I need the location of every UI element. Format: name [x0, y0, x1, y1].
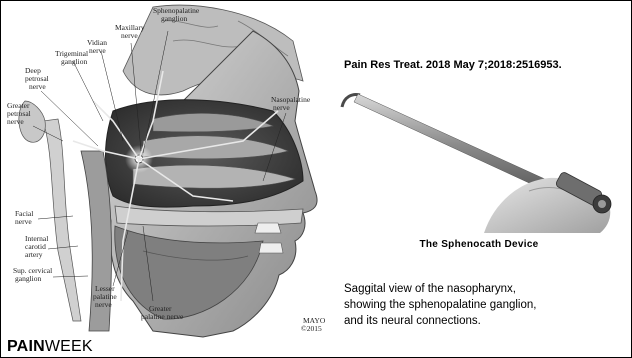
description-line: showing the sphenopalatine ganglion,	[344, 297, 629, 313]
painweek-logo: PAINWEEK	[7, 338, 93, 356]
carotid	[43, 119, 81, 321]
mayo-copyright: MAYO©2015	[301, 316, 326, 333]
catheter-shaft	[354, 94, 558, 194]
sphenocath-device-photo	[334, 73, 631, 233]
logo-pain: PAIN	[7, 338, 45, 355]
device-caption: The Sphenocath Device	[334, 239, 624, 250]
description-line: and its neural connections.	[344, 313, 629, 329]
description-line: Saggital view of the nasopharynx,	[344, 281, 629, 297]
citation: Pain Res Treat. 2018 May 7;2018:2516953.	[344, 59, 629, 71]
description: Saggital view of the nasopharynx, showin…	[344, 281, 629, 329]
logo-week: WEEK	[45, 338, 93, 355]
luer-opening	[598, 200, 606, 208]
